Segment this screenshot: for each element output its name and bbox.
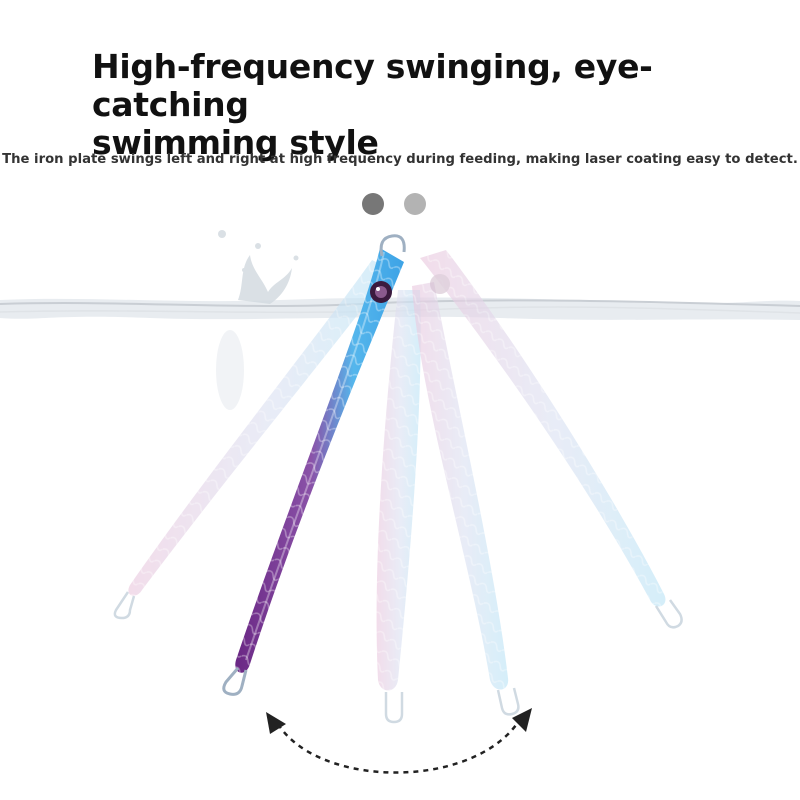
metal-jig-lure-icon [222, 234, 406, 696]
lure-ghost-far-left [113, 260, 392, 620]
carousel-dot-1[interactable] [362, 193, 384, 215]
lure-ghost-center-right [412, 282, 520, 716]
carousel-dots [362, 193, 426, 215]
swing-arrow-icon [266, 708, 532, 774]
water-splash-icon [216, 230, 299, 410]
carousel-dot-2[interactable] [404, 193, 426, 215]
subtitle: The iron plate swings left and right at … [2, 152, 798, 167]
headline-line-2: swimming style [92, 123, 379, 162]
lure-ghost-far-right [420, 250, 683, 629]
headline-line-1: High-frequency swinging, eye-catching [92, 47, 653, 124]
headline: High-frequency swinging, eye-catching sw… [92, 48, 772, 162]
lure-swing-illustration [0, 230, 800, 774]
lure-ghost-center [376, 290, 421, 724]
